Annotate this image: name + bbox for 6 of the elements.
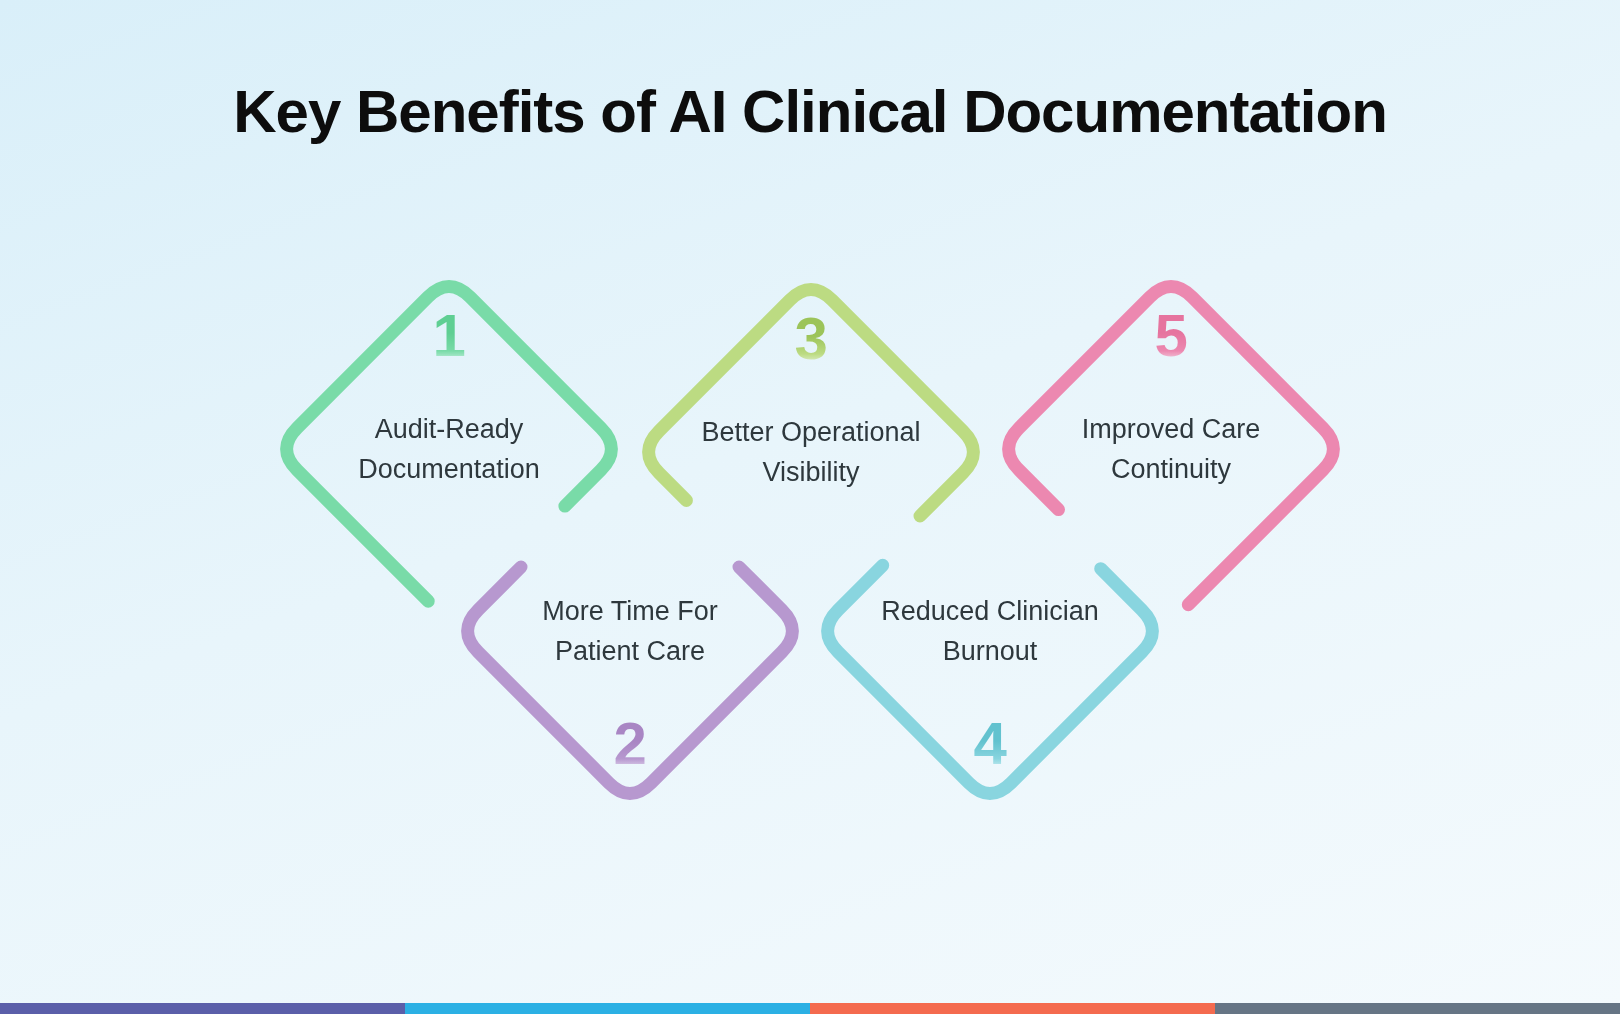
title: Key Benefits of AI Clinical Documentation [233,78,1387,145]
benefit-label: Audit-Ready Documentation [357,413,541,486]
benefit-label: More Time For Patient Care [541,595,719,668]
benefit-label: Improved Care Continuity [1080,413,1262,486]
benefit-label: Reduced Clinician Burnout [880,595,1100,668]
benefit-label: Better Operational Visibility [700,416,922,489]
